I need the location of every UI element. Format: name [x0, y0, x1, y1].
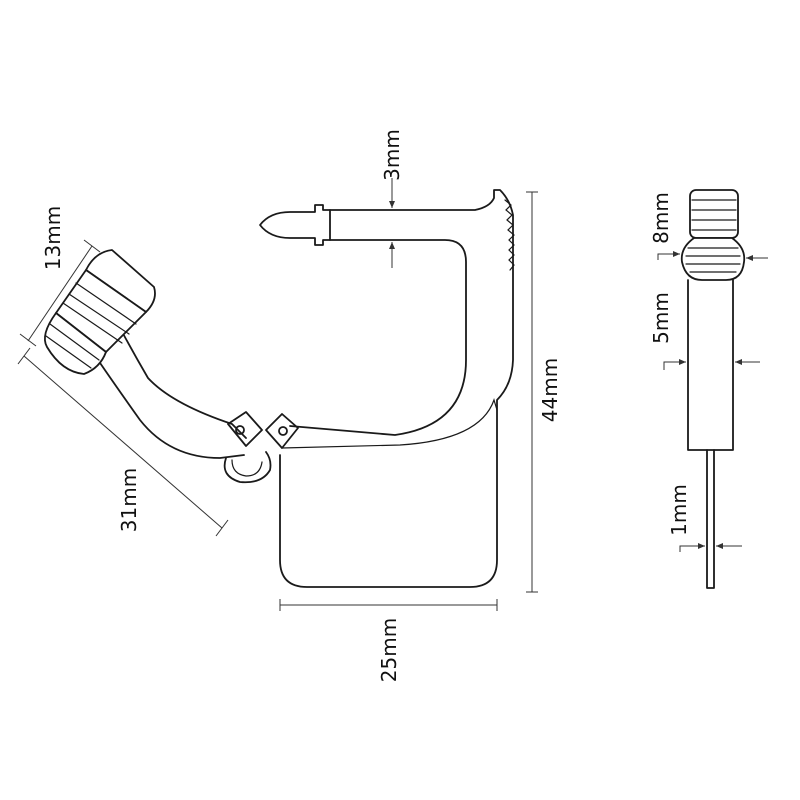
- dim-1mm: 1mm: [667, 484, 742, 552]
- body-tab: [279, 189, 514, 588]
- dim-label-25mm: 25mm: [377, 618, 401, 682]
- arrow-tip: [259, 204, 331, 246]
- dim-8mm: 8mm: [649, 192, 768, 261]
- dim-label-3mm: 3mm: [380, 129, 404, 181]
- dim-label-5mm: 5mm: [649, 292, 673, 344]
- collar-knob: [44, 249, 156, 375]
- dim-44mm: 44mm: [526, 191, 562, 593]
- dim-5mm: 5mm: [649, 292, 760, 370]
- dim-label-31mm: 31mm: [117, 468, 141, 532]
- front-view: 13mm 31mm 3mm 44mm 25mm: [17, 129, 562, 682]
- bent-arm: [97, 327, 247, 459]
- dim-label-13mm: 13mm: [41, 206, 65, 270]
- grip-teeth: [504, 199, 515, 271]
- hinge: [223, 411, 299, 484]
- dim-3mm: 3mm: [380, 129, 404, 268]
- side-view: 8mm 5mm 1mm: [649, 189, 768, 589]
- body-inner-edge: [281, 398, 498, 449]
- dim-31mm: 31mm: [17, 347, 229, 537]
- dim-label-1mm: 1mm: [667, 484, 691, 536]
- dim-25mm: 25mm: [279, 599, 498, 682]
- dim-label-8mm: 8mm: [649, 192, 673, 244]
- dim-13mm: 13mm: [19, 206, 101, 347]
- dim-label-44mm: 44mm: [538, 358, 562, 422]
